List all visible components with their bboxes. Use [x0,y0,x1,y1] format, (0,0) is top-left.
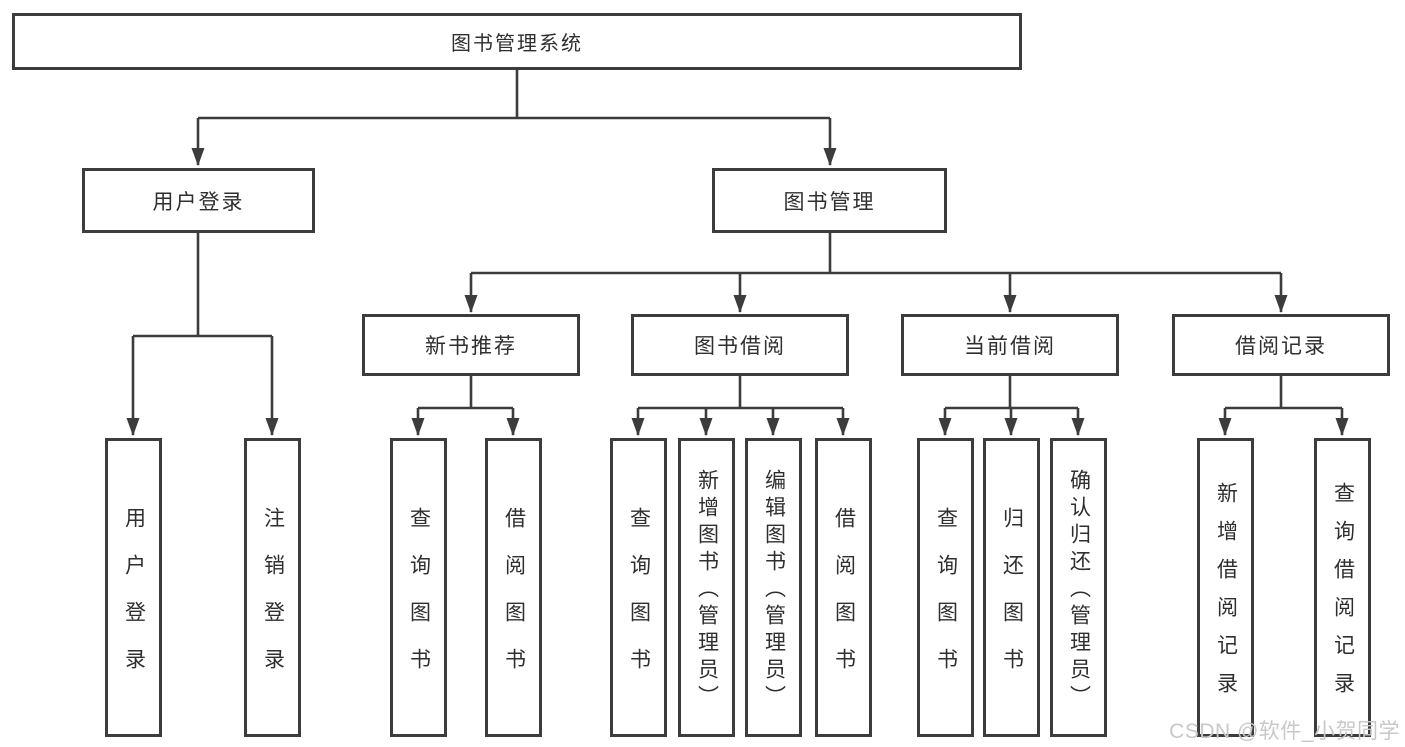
node-borrowing-records: 借阅记录 [1172,314,1390,376]
node-query-books-recommend-label: 查询图书 [407,506,431,695]
node-return-book: 归还图书 [983,438,1040,737]
node-add-borrow-record: 新增借阅记录 [1197,438,1254,737]
node-system-root: 图书管理系统 [12,13,1022,70]
node-system-root-label: 图书管理系统 [451,33,583,55]
node-query-borrow-record-label: 查询借阅记录 [1331,481,1355,710]
node-book-borrowing: 图书借阅 [631,314,849,376]
node-user-login-leaf-label: 用户登录 [122,506,146,695]
node-current-borrowing: 当前借阅 [901,314,1119,376]
node-user-login-label: 用户登录 [152,190,245,214]
connector-borrow-record-trunk [1225,376,1342,410]
node-return-book-label: 归还图书 [1000,506,1024,695]
node-user-login-leaf: 用户登录 [105,438,162,737]
node-logout-leaf: 注销登录 [244,438,301,737]
node-query-books-borrowing-label: 查询图书 [627,506,651,695]
node-logout-leaf-label: 注销登录 [261,506,285,695]
node-confirm-return-admin-label: 确认归还（管理员） [1067,469,1091,712]
node-query-borrow-record: 查询借阅记录 [1314,438,1371,737]
node-borrow-books-leaf-label: 借阅图书 [832,506,856,695]
node-current-borrowing-label: 当前借阅 [964,335,1056,358]
node-query-books-current: 查询图书 [917,438,974,737]
node-new-book-recommendation: 新书推荐 [362,314,580,376]
connector-root-trunk [198,70,830,120]
node-edit-book-admin: 编辑图书（管理员） [745,438,802,737]
node-query-books-recommend: 查询图书 [390,438,447,737]
node-borrow-books-recommend-label: 借阅图书 [502,506,526,695]
connector-user-login-trunk [133,233,272,338]
node-user-login: 用户登录 [82,168,315,233]
node-query-books-borrowing: 查询图书 [610,438,667,737]
node-borrowing-records-label: 借阅记录 [1235,335,1327,358]
connector-new-book-trunk [418,376,513,410]
node-book-management-label: 图书管理 [783,190,876,214]
node-add-book-admin-label: 新增图书（管理员） [695,469,719,712]
node-new-book-recommendation-label: 新书推荐 [425,335,517,358]
node-confirm-return-admin: 确认归还（管理员） [1050,438,1107,737]
connector-book-mgmt-trunk [471,233,1281,275]
node-edit-book-admin-label: 编辑图书（管理员） [762,469,786,712]
node-borrow-books-recommend: 借阅图书 [485,438,542,737]
node-add-book-admin: 新增图书（管理员） [678,438,735,737]
connector-current-borrow-trunk [945,376,1078,410]
watermark: CSDN @软件_小贺同学 [1169,720,1400,743]
node-query-books-current-label: 查询图书 [934,506,958,695]
node-book-borrowing-label: 图书借阅 [694,335,786,358]
node-book-management: 图书管理 [712,168,947,233]
connector-book-borrow-trunk [638,376,843,410]
node-borrow-books-leaf: 借阅图书 [815,438,872,737]
node-add-borrow-record-label: 新增借阅记录 [1214,481,1238,710]
